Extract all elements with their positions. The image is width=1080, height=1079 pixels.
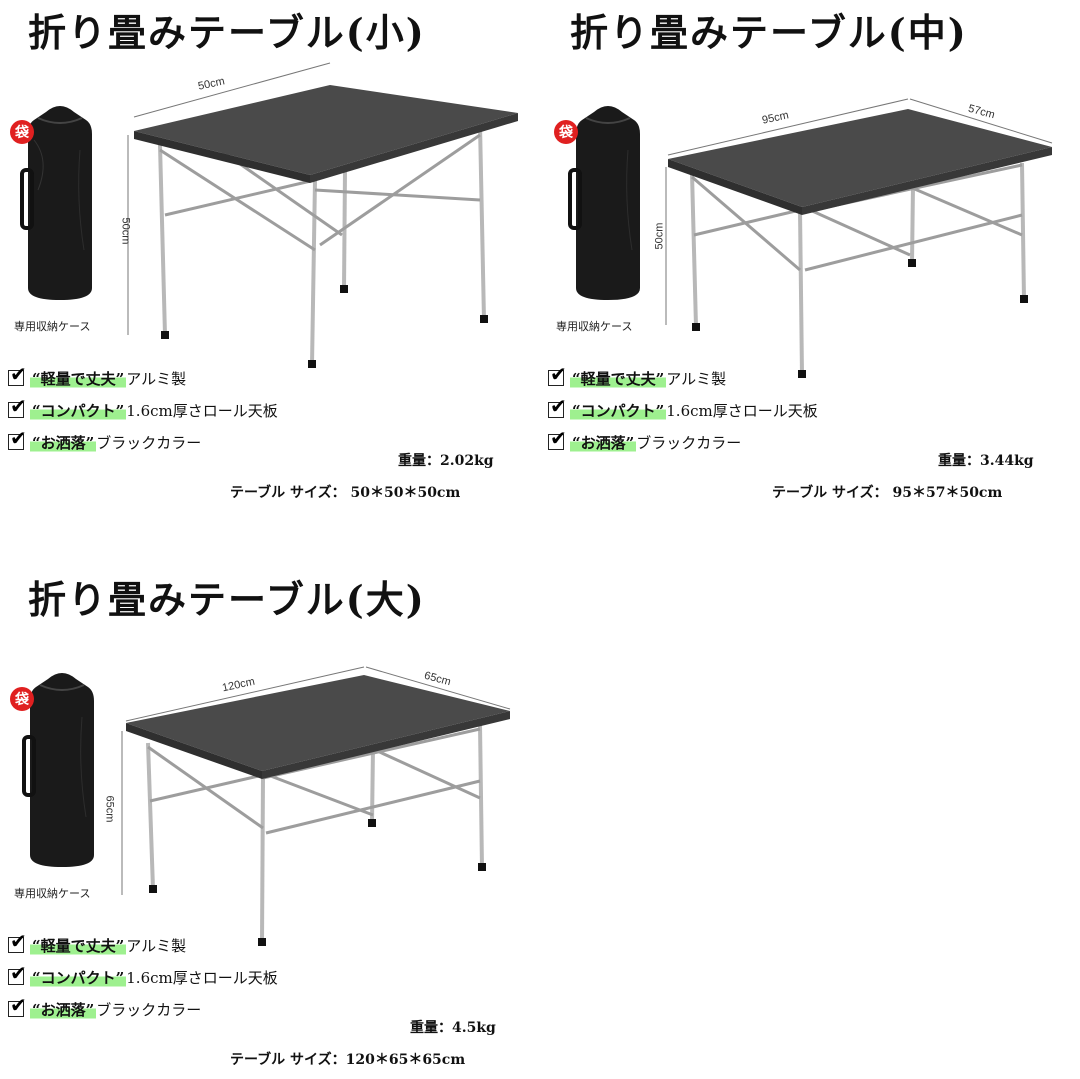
panel-title: 折り畳みテーブル(小) — [28, 10, 426, 55]
feature-highlight: “軽量で丈夫” — [30, 367, 127, 389]
dim-height: 65cm — [103, 795, 116, 823]
feature-highlight: “コンパクト” — [30, 399, 127, 421]
feature-text: アルミ製 — [126, 369, 187, 388]
feature-highlight: “お洒落” — [570, 431, 637, 453]
checkbox-check-icon: ✔ — [8, 426, 27, 450]
panel-large-table: 折り畳みテーブル(大) 袋 専用収納ケース — [0, 555, 560, 1079]
size-label: テーブル サイズ：120＊65＊65cm — [230, 1052, 466, 1068]
weight-label: 重量：4.5kg — [410, 1020, 496, 1036]
feature-item: ✔ “コンパクト” 1.6cm厚さロール天板 — [8, 961, 278, 993]
feature-item: ✔ “コンパクト” 1.6cm厚さロール天板 — [8, 394, 278, 426]
panel-title: 折り畳みテーブル(中) — [570, 10, 968, 55]
weight-label: 重量：3.44kg — [938, 453, 1034, 469]
feature-highlight: “コンパクト” — [30, 966, 127, 988]
feature-item: ✔ “お洒落” ブラックカラー — [548, 426, 818, 458]
feature-list: ✔ “軽量で丈夫” アルミ製 ✔ “コンパクト” 1.6cm厚さロール天板 ✔ … — [548, 362, 818, 458]
feature-item: ✔ “お洒落” ブラックカラー — [8, 993, 278, 1025]
feature-text: ブラックカラー — [96, 1000, 202, 1019]
bag-badge: 袋 — [554, 120, 578, 144]
feature-item: ✔ “お洒落” ブラックカラー — [8, 426, 278, 458]
case-label: 専用収納ケース — [14, 887, 91, 900]
checkbox-check-icon: ✔ — [548, 362, 567, 386]
checkbox-check-icon: ✔ — [8, 993, 27, 1017]
checkbox-check-icon: ✔ — [548, 426, 567, 450]
table-small-illustration — [127, 62, 518, 368]
feature-highlight: “コンパクト” — [570, 399, 667, 421]
feature-text: 1.6cm厚さロール天板 — [126, 401, 278, 420]
panel-title: 折り畳みテーブル(大) — [28, 577, 426, 622]
feature-highlight: “軽量で丈夫” — [30, 934, 127, 956]
dim-height: 50cm — [653, 222, 666, 250]
checkbox-check-icon: ✔ — [8, 929, 27, 953]
feature-item: ✔ “軽量で丈夫” アルミ製 — [8, 929, 278, 961]
checkbox-check-icon: ✔ — [8, 961, 27, 985]
feature-highlight: “お洒落” — [30, 998, 97, 1020]
feature-text: 1.6cm厚さロール天板 — [126, 968, 278, 987]
panel-medium-table: 折り畳みテーブル(中) 袋 専用収納ケース — [540, 0, 1080, 520]
weight-label: 重量：2.02kg — [398, 453, 494, 469]
feature-list: ✔ “軽量で丈夫” アルミ製 ✔ “コンパクト” 1.6cm厚さロール天板 ✔ … — [8, 929, 278, 1025]
feature-item: ✔ “コンパクト” 1.6cm厚さロール天板 — [548, 394, 818, 426]
feature-text: アルミ製 — [126, 936, 187, 955]
feature-item: ✔ “軽量で丈夫” アルミ製 — [548, 362, 818, 394]
size-label: テーブル サイズ： 50＊50＊50cm — [230, 485, 461, 501]
feature-text: アルミ製 — [666, 369, 727, 388]
storage-bag-icon — [568, 106, 640, 300]
feature-text: ブラックカラー — [96, 433, 202, 452]
feature-highlight: “軽量で丈夫” — [570, 367, 667, 389]
feature-item: ✔ “軽量で丈夫” アルミ製 — [8, 362, 278, 394]
checkbox-check-icon: ✔ — [548, 394, 567, 418]
feature-list: ✔ “軽量で丈夫” アルミ製 ✔ “コンパクト” 1.6cm厚さロール天板 ✔ … — [8, 362, 278, 458]
checkbox-check-icon: ✔ — [8, 394, 27, 418]
feature-text: 1.6cm厚さロール天板 — [666, 401, 818, 420]
feature-text: ブラックカラー — [636, 433, 742, 452]
bag-badge: 袋 — [10, 120, 34, 144]
feature-highlight: “お洒落” — [30, 431, 97, 453]
dim-height: 50cm — [119, 217, 132, 245]
table-large-illustration — [121, 666, 511, 946]
panel-small-table: 折り畳みテーブル(小) 袋 専用収納ケース — [0, 0, 540, 520]
case-label: 専用収納ケース — [556, 320, 633, 333]
case-label: 専用収納ケース — [14, 320, 91, 333]
storage-bag-icon — [22, 673, 94, 867]
bag-badge: 袋 — [10, 687, 34, 711]
checkbox-check-icon: ✔ — [8, 362, 27, 386]
storage-bag-icon — [20, 106, 92, 300]
size-label: テーブル サイズ： 95＊57＊50cm — [772, 485, 1003, 501]
table-medium-illustration — [665, 98, 1053, 378]
